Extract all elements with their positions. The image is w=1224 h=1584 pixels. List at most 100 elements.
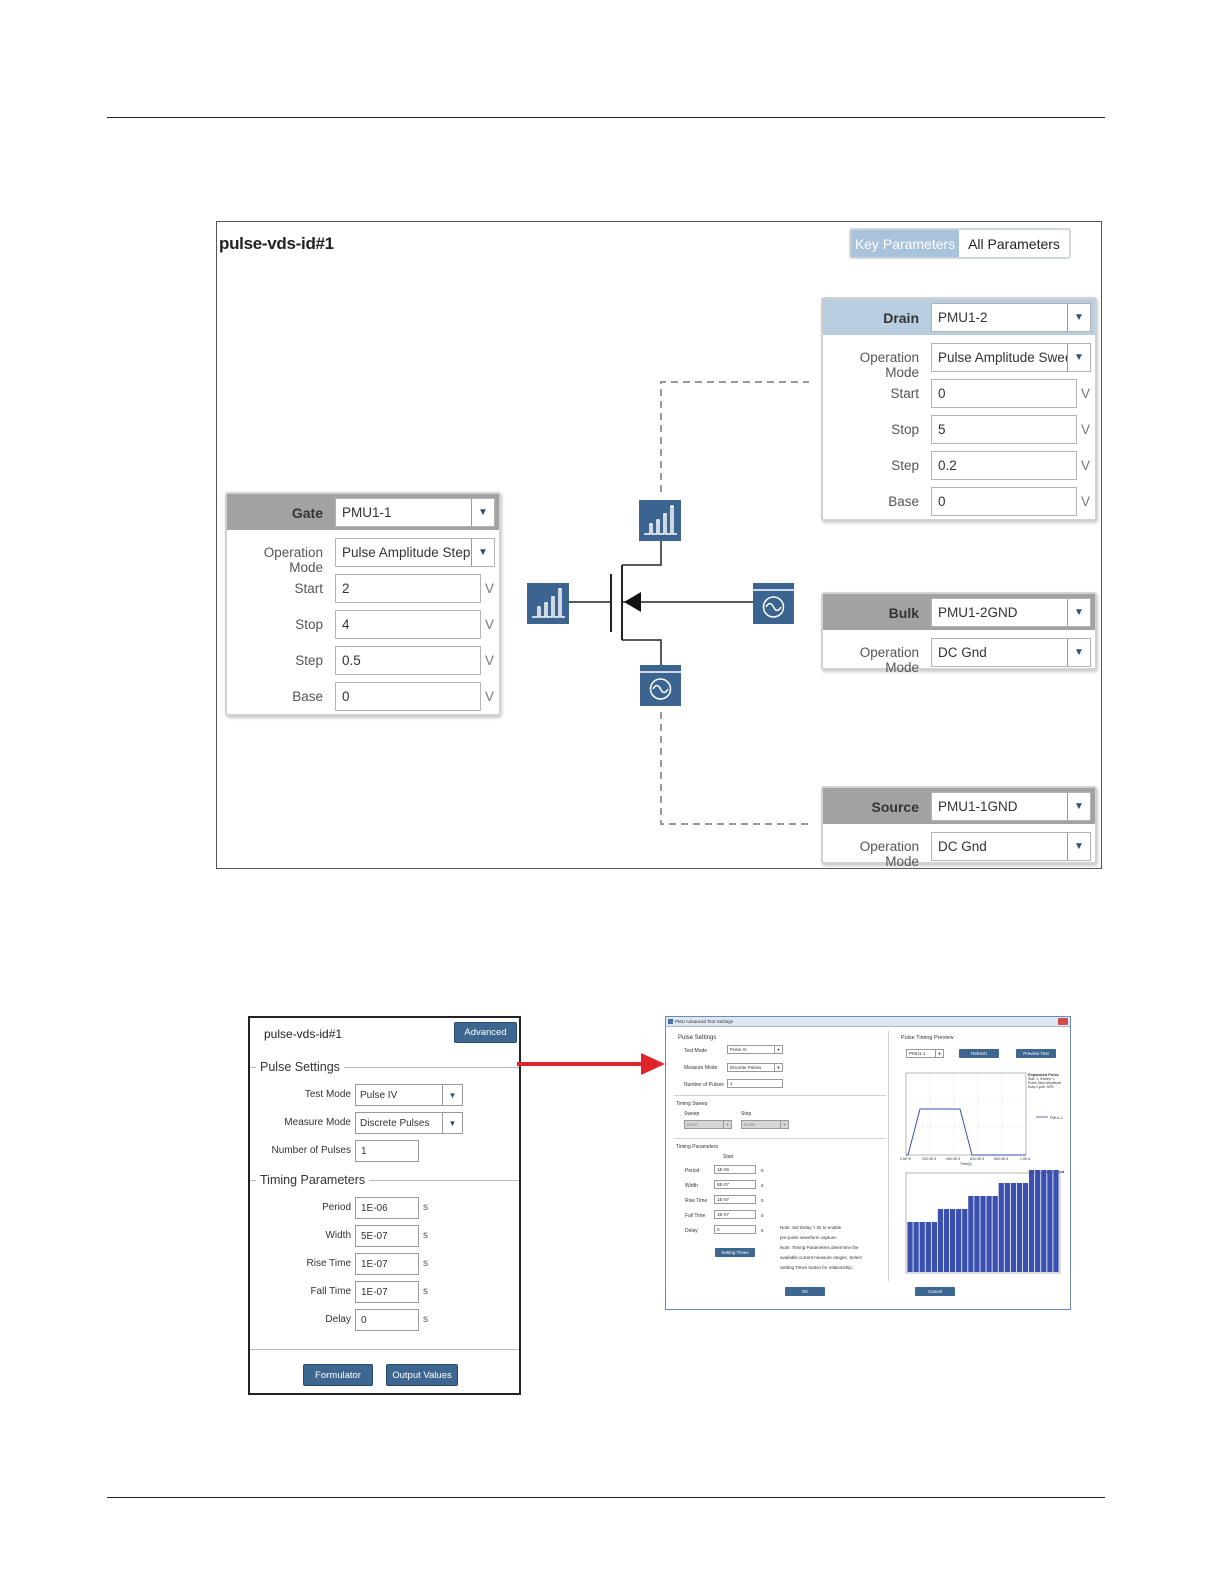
drain-start-unit: V (1081, 386, 1091, 401)
period-label: Period (685, 1168, 700, 1174)
drain-label: Drain (883, 310, 919, 326)
measure-mode-label: Measure Mode (284, 1117, 351, 1128)
section-rule (674, 1095, 886, 1096)
pulse-settings-heading: Pulse Settings (678, 1035, 717, 1041)
drain-operation-mode-select[interactable]: Pulse Amplitude Sweep ▼ (931, 343, 1091, 372)
gate-step-input[interactable]: 0.5 (335, 646, 481, 675)
number-of-pulses-input[interactable]: 1 (727, 1079, 783, 1088)
gate-start-input[interactable]: 2 (335, 574, 481, 603)
test-mode-select[interactable]: Pulse IV ▼ (727, 1045, 783, 1054)
test-mode-label: Test Mode (684, 1048, 708, 1054)
cancel-button[interactable]: Cancel (915, 1287, 955, 1296)
drain-start-label: Start (890, 386, 919, 401)
timing-parameters-heading: Timing Parameters (676, 1144, 719, 1150)
rise-time-unit: s (761, 1198, 764, 1204)
width-label: Width (325, 1230, 351, 1241)
delay-input[interactable]: 0 (355, 1309, 419, 1331)
pulse-bar (1041, 1170, 1047, 1272)
drain-stop-input[interactable]: 5 (931, 415, 1077, 444)
source-operation-mode-select[interactable]: DC Gnd ▼ (931, 832, 1091, 861)
legend-series-label: PMU1-1 (1050, 1116, 1063, 1120)
chevron-down-icon: ▼ (723, 1121, 731, 1128)
output-values-button[interactable]: Output Values (386, 1364, 458, 1386)
bulk-operation-mode-select[interactable]: DC Gnd ▼ (931, 638, 1091, 667)
test-mode-select[interactable]: Pulse IV ▼ (355, 1084, 463, 1106)
width-input[interactable]: 5E-07 (714, 1180, 756, 1189)
pulse-bar (986, 1196, 992, 1272)
chevron-down-icon: ▼ (1067, 833, 1090, 860)
measure-mode-select[interactable]: Discrete Pulses ▼ (355, 1112, 463, 1134)
drain-start-input[interactable]: 0 (931, 379, 1077, 408)
gate-operation-mode-select[interactable]: Pulse Amplitude Step ▼ (335, 538, 495, 567)
ok-button[interactable]: OK (785, 1287, 825, 1296)
delay-input[interactable]: 0 (714, 1225, 756, 1234)
pulse-bar (1010, 1183, 1017, 1272)
setting-times-button[interactable]: Setting Times (715, 1248, 755, 1257)
bulk-instrument-select[interactable]: PMU1-2GND ▼ (931, 598, 1091, 627)
dialog-title: pulse-vds-id#1 (264, 1027, 343, 1041)
pulse-bar (1004, 1183, 1010, 1272)
fall-time-label: Fall Time (685, 1213, 706, 1219)
preview-test-button[interactable]: Preview Test (1016, 1049, 1056, 1058)
note-line-4: available current measure ranges. Select (780, 1255, 862, 1260)
close-icon[interactable] (1058, 1018, 1068, 1025)
drain-base-input[interactable]: 0 (931, 487, 1077, 516)
chevron-down-icon: ▼ (442, 1113, 462, 1133)
advanced-button[interactable]: Advanced (454, 1022, 517, 1043)
gate-stop-unit: V (485, 617, 495, 632)
window-title: PMU Advanced Test Settings (675, 1019, 733, 1024)
pulse-bar (1022, 1183, 1029, 1272)
test-title: pulse-vds-id#1 (219, 234, 334, 253)
section-rule (674, 1138, 886, 1139)
pulse-bar (907, 1222, 913, 1272)
drain-instrument-select[interactable]: PMU1-2 ▼ (931, 303, 1091, 332)
rise-time-input[interactable]: 1E-07 (355, 1253, 419, 1275)
expanded-pulse-plot (905, 1072, 1048, 1156)
number-of-pulses-label: Number of Pulses (684, 1082, 724, 1088)
gate-base-input[interactable]: 0 (335, 682, 481, 711)
key-parameters-screenshot: pulse-vds-id#1 Key Parameters All Parame… (216, 221, 1102, 869)
x-tick-0: 0.0E+0 (900, 1157, 912, 1161)
tab-key-parameters[interactable]: Key Parameters (851, 230, 959, 257)
source-instrument-select[interactable]: PMU1-1GND ▼ (931, 792, 1091, 821)
pulse-timing-preview-heading: Pulse Timing Preview (901, 1035, 954, 1041)
width-input[interactable]: 5E-07 (355, 1225, 419, 1247)
pulse-bar (992, 1196, 998, 1272)
drain-base-unit: V (1081, 494, 1091, 509)
period-input[interactable]: 1E-06 (355, 1197, 419, 1219)
period-input[interactable]: 1E-06 (714, 1165, 756, 1174)
sweep-select[interactable]: None ▼ (684, 1120, 732, 1129)
note-line-1: Note: Set Delay > 0s to enable (780, 1225, 842, 1230)
test-mode-label: Test Mode (304, 1089, 351, 1100)
gate-label: Gate (291, 505, 323, 521)
fall-time-input[interactable]: 1E-07 (714, 1210, 756, 1219)
pulse-bar (980, 1196, 986, 1272)
drain-step-input[interactable]: 0.2 (931, 451, 1077, 480)
tab-all-parameters[interactable]: All Parameters (959, 230, 1069, 257)
x-tick-4: 800.0E-9 (994, 1157, 1009, 1161)
test-mode-value: Pulse IV (360, 1089, 398, 1101)
fall-time-unit: s (761, 1213, 764, 1219)
x-tick-3: 600.0E-9 (970, 1157, 985, 1161)
chevron-down-icon: ▼ (935, 1050, 943, 1057)
section-rule (250, 1066, 256, 1068)
preview-channel-value: PMU1-1 (909, 1051, 926, 1056)
rise-time-input[interactable]: 1E-07 (714, 1195, 756, 1204)
width-unit: s (761, 1183, 764, 1189)
gate-stop-input[interactable]: 4 (335, 610, 481, 639)
refresh-button[interactable]: Refresh (959, 1049, 999, 1058)
step-select[interactable]: None ▼ (741, 1120, 789, 1129)
measure-mode-select[interactable]: Discrete Pulses ▼ (727, 1063, 783, 1072)
x-tick-2: 400.0E-9 (946, 1157, 961, 1161)
number-of-pulses-input[interactable]: 1 (355, 1140, 419, 1162)
gate-base-label: Base (292, 689, 323, 704)
formulator-button[interactable]: Formulator (303, 1364, 373, 1386)
drain-operation-mode-label: Operation Mode (859, 350, 919, 380)
preview-channel-select[interactable]: PMU1-1 ▼ (906, 1049, 944, 1058)
legend-line-3: Duty Cycle: 50% (1028, 1085, 1054, 1089)
gate-start-label: Start (294, 581, 323, 596)
test-mode-value: Pulse IV (730, 1047, 747, 1052)
window-titlebar (666, 1017, 1070, 1027)
fall-time-input[interactable]: 1E-07 (355, 1281, 419, 1303)
gate-instrument-select[interactable]: PMU1-1 ▼ (335, 498, 495, 527)
